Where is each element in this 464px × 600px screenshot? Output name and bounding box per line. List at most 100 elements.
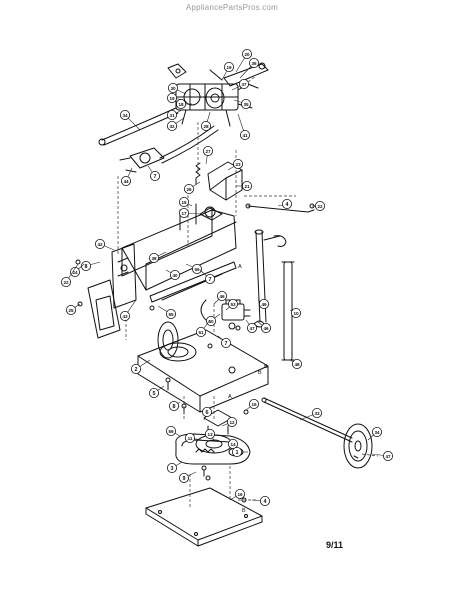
callout-bubble [232,158,243,169]
part-callout-8: 8 [81,260,101,271]
callout-number: 47 [249,326,255,331]
part-callout-24: 24 [70,263,85,277]
callout-bubble [201,406,212,417]
callout-number: 3 [171,466,174,472]
callout-bubble [241,49,252,60]
callout-bubble [291,358,302,369]
callout-bubble [166,121,177,132]
wheel-axle [261,397,353,443]
callout-bubble [227,438,238,449]
part-callout-46: 46 [257,321,271,333]
part-callout-8: 8 [168,400,181,411]
callout-bubble [200,121,211,132]
part-callout-11: 11 [184,432,203,443]
callout-bubble [260,322,271,333]
callout-number: 51 [198,330,204,335]
callout-bubble [258,298,269,309]
part-callout-47: 47 [245,319,257,333]
callout-bubble [66,304,77,315]
callout-bubble [311,407,322,418]
part-callout-50: 50 [205,313,221,326]
callout-number: 18 [178,102,184,107]
part-callout-49: 49 [257,298,269,309]
callout-number: 7 [209,277,212,283]
callout-bubble [241,180,252,191]
part-callout-1: 1 [231,446,248,457]
reference-point-label: B [258,370,262,376]
callout-number: 7 [154,174,157,180]
page-indicator: 9/11 [326,540,344,550]
part-callout-34: 34 [367,426,382,441]
callout-bubble [239,129,250,140]
callout-bubble [121,175,132,186]
part-callout-27: 27 [202,145,213,165]
callout-bubble [234,488,245,499]
callout-number: 5 [153,391,156,397]
part-callout-6: 6 [201,406,212,421]
part-callout-12: 12 [221,416,237,427]
tie-rod [245,203,315,213]
callout-number: 25 [68,308,74,313]
callout-bubble [227,298,238,309]
part-callout-15: 15 [245,398,259,411]
callout-bubble [95,238,106,249]
part-callout-7: 7 [199,269,215,284]
part-callout-41: 41 [237,113,250,140]
callout-bubble [204,273,215,284]
callout-bubble [166,110,177,121]
callout-number: 53 [230,302,236,307]
part-callout-2: 2 [130,359,151,374]
part-callout-25: 25 [66,303,81,315]
hydraulic-hose-lower [159,125,219,164]
part-callout-56: 56 [185,263,202,274]
part-callout-3: 3 [166,461,183,473]
reference-point-label: A [228,394,232,400]
callout-bubble [165,308,176,319]
assembly-guide-lines [117,75,379,508]
callout-bubble [371,426,382,437]
part-callout-22: 22 [61,263,79,287]
cylinder-coupling [119,147,165,173]
main-beam [121,203,237,291]
callout-number: 34 [122,113,128,118]
callout-bubble [290,307,301,318]
callout-number: 6 [206,410,209,416]
part-callout-17: 17 [178,207,201,218]
part-callout-48: 48 [289,358,302,369]
callout-bubble [314,200,325,211]
part-callout-13: 13 [204,428,215,441]
valve-handle [209,62,269,87]
callout-number: 9 [183,476,186,482]
reference-point-label: B [264,364,268,370]
callout-bubble [70,266,81,277]
callout-number: 19 [169,96,175,101]
part-callout-35: 35 [233,99,251,110]
hook-clip [273,235,287,247]
callout-number: 8 [173,404,176,410]
part-callout-33: 33 [299,407,322,421]
hydraulic-hose-upper [98,107,179,146]
part-callout-9: 9 [178,471,197,483]
callout-number: 12 [229,420,235,425]
part-callout-16: 16 [229,488,245,501]
callout-number: 50 [208,319,214,324]
callout-number: 48 [294,362,300,367]
callout-number: 10 [293,311,299,316]
part-callout-26: 26 [183,181,201,194]
callout-number: 40 [172,273,178,278]
callout-bubble [281,198,292,209]
callout-bubble [178,196,189,207]
callout-bubble [120,110,131,121]
part-callout-28: 28 [200,111,211,132]
callout-number: 1 [236,450,239,456]
callout-number: 15 [251,402,257,407]
part-callout-22: 22 [312,200,325,211]
callout-bubble [169,269,180,280]
part-callout-55: 55 [157,305,176,319]
callout-number: 44 [123,179,129,184]
base-plate [137,329,269,413]
part-callout-53: 53 [225,298,238,311]
callout-number: 17 [181,211,187,216]
